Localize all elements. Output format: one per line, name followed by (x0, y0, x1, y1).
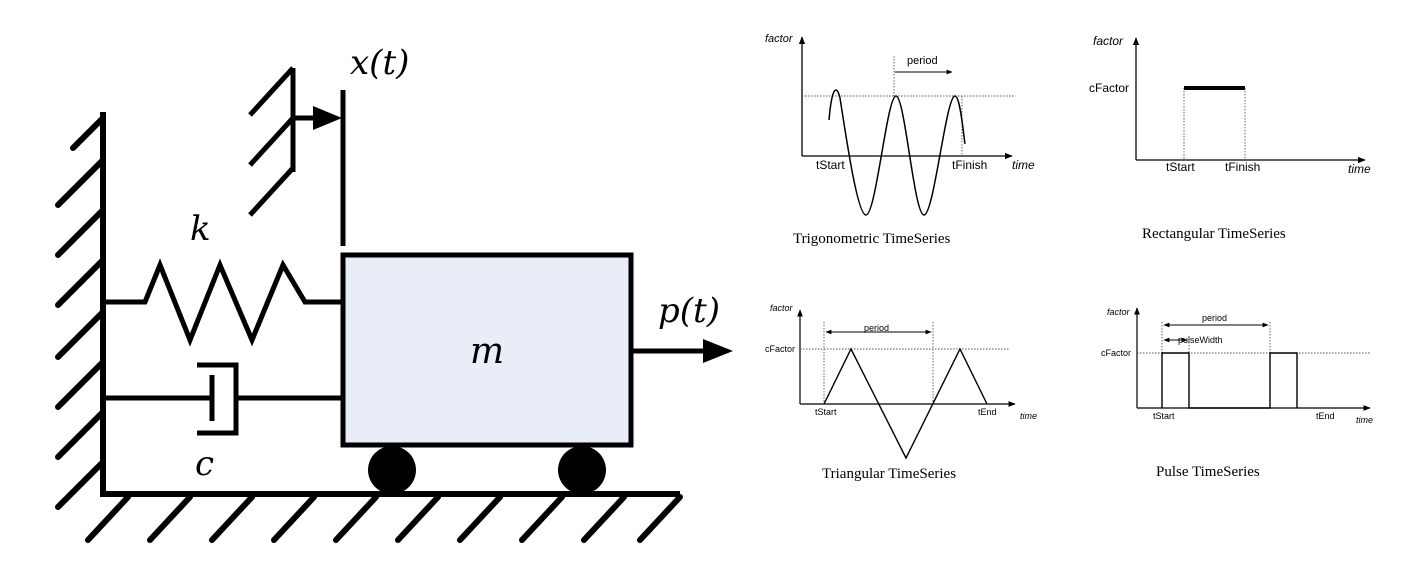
displacement-arrowhead (313, 106, 342, 130)
trig-x-label: time (1012, 158, 1035, 172)
pulse-level-label: cFactor (1101, 348, 1131, 358)
k-label: k (190, 209, 211, 249)
trig-finish-label: tFinish (952, 158, 987, 172)
tri-y-label: factor (770, 303, 794, 313)
trig-period-label: period (907, 55, 938, 67)
x-label: x(t) (350, 43, 409, 83)
p-label: p(t) (658, 291, 720, 331)
pulse-y-label: factor (1107, 307, 1131, 317)
spring (103, 258, 343, 347)
wheel-left (368, 446, 416, 494)
pulse-period-label: period (1202, 313, 1227, 323)
ground-hatching (85, 494, 683, 543)
pulse-x-label: time (1356, 415, 1373, 425)
rect-caption: Rectangular TimeSeries (1142, 226, 1286, 242)
tri-caption: Triangular TimeSeries (822, 466, 956, 482)
trig-start-label: tStart (816, 158, 845, 172)
pulse-width-label: pulseWidth (1178, 335, 1223, 345)
damper (103, 362, 343, 436)
c-label: c (195, 444, 214, 484)
triangular-panel: factor period cFactor tStart tEnd time T… (765, 303, 1037, 482)
mass-spring-damper-diagram: x(t) k c m p(t) (55, 43, 733, 543)
trigonometric-panel: factor period tStart tFinish time Trigon… (765, 33, 1035, 247)
tri-period-label: period (864, 323, 889, 333)
pulse-caption: Pulse TimeSeries (1156, 464, 1260, 480)
tri-end-label: tEnd (978, 407, 997, 417)
wall-hatching (55, 115, 106, 510)
tri-waveform (823, 347, 988, 460)
m-label: m (470, 331, 504, 372)
tri-x-label: time (1020, 411, 1037, 421)
pulse-panel: factor period pulseWidth cFactor tStart … (1101, 307, 1373, 480)
mass-block (340, 252, 634, 448)
tri-start-label: tStart (815, 407, 837, 417)
rect-y-label: factor (1093, 34, 1124, 48)
pulse-end-label: tEnd (1316, 411, 1335, 421)
reference-support (248, 66, 296, 217)
rect-finish-label: tFinish (1225, 160, 1260, 174)
wheel-right (558, 446, 606, 494)
rectangular-panel: factor cFactor tStart tFinish time Recta… (1089, 34, 1371, 242)
trig-caption: Trigonometric TimeSeries (793, 231, 951, 247)
trig-y-label: factor (765, 33, 794, 45)
rect-x-label: time (1348, 162, 1371, 176)
trig-sine-curve (828, 89, 966, 216)
rect-start-label: tStart (1166, 160, 1195, 174)
tri-level-label: cFactor (765, 344, 795, 354)
force-arrowhead (703, 339, 733, 363)
pulse-waveform (1161, 352, 1298, 409)
rect-level-label: cFactor (1089, 81, 1129, 95)
pulse-start-label: tStart (1153, 411, 1175, 421)
